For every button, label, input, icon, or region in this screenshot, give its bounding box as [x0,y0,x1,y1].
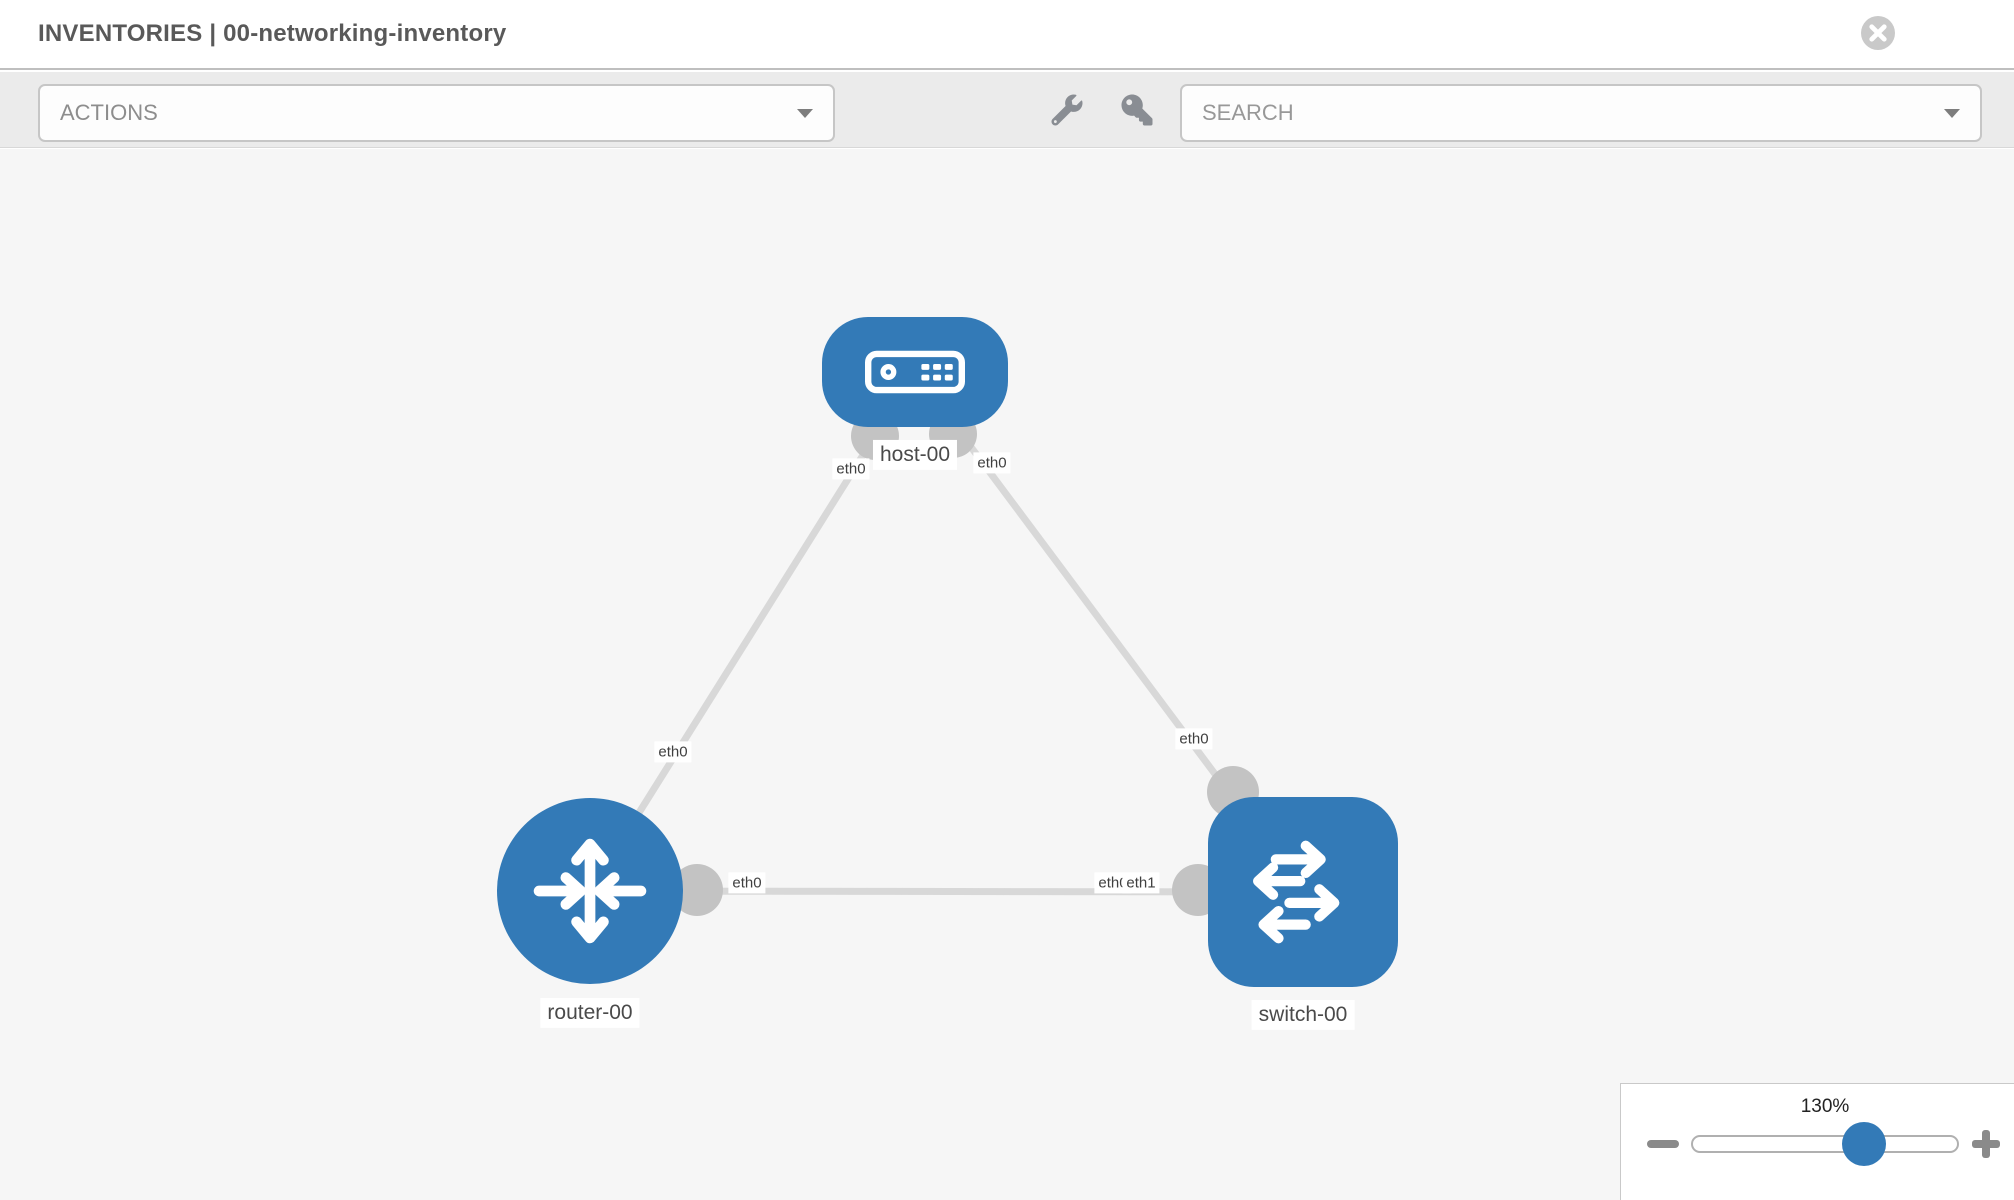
interface-connector [671,864,723,916]
node-label: switch-00 [1251,999,1355,1031]
node-label: host-00 [872,439,958,471]
zoom-slider-thumb[interactable] [1841,1122,1886,1166]
zoom-level-value: 130% [1800,1096,1850,1117]
credentials-button[interactable] [1121,94,1153,125]
interface-label: eth0 [1175,728,1213,750]
chevron-down-icon [1944,109,1960,118]
zoom-slider-track[interactable] [1691,1135,1959,1153]
node-label: router-00 [540,997,640,1029]
router-icon [533,838,647,944]
interface-label: eth0 [654,741,692,763]
switch-icon [1253,840,1340,944]
close-button[interactable] [1861,16,1895,50]
zoom-control-panel: 130% [1620,1083,2014,1200]
zoom-out-button[interactable] [1647,1140,1679,1148]
chevron-down-icon [797,109,813,118]
host-icon [865,350,965,394]
node-router-00[interactable] [497,798,683,984]
node-switch-00[interactable] [1208,797,1398,987]
interface-label: eth0 [832,458,870,480]
interface-label: eth0 [728,872,766,894]
configure-button[interactable] [1051,94,1083,126]
key-icon [1121,94,1153,125]
actions-dropdown[interactable]: ACTIONS [38,84,835,142]
page-title: INVENTORIES | 00-networking-inventory [38,20,507,47]
header: INVENTORIES | 00-networking-inventory [0,0,2014,70]
zoom-in-button[interactable] [1972,1130,2000,1158]
interface-label: eth0 [1094,872,1132,894]
actions-dropdown-label: ACTIONS [60,100,158,125]
search-dropdown[interactable]: SEARCH [1180,84,1982,142]
topology-wires-layer [587,369,1306,916]
toolbar: ACTIONS SEARCH [0,72,2014,148]
close-icon [1861,16,1895,50]
node-host-00[interactable] [822,317,1008,427]
interface-label: eth1 [1122,872,1160,894]
interface-label: eth0 [973,452,1011,474]
search-placeholder: SEARCH [1202,100,1294,125]
wrench-icon [1051,94,1083,126]
